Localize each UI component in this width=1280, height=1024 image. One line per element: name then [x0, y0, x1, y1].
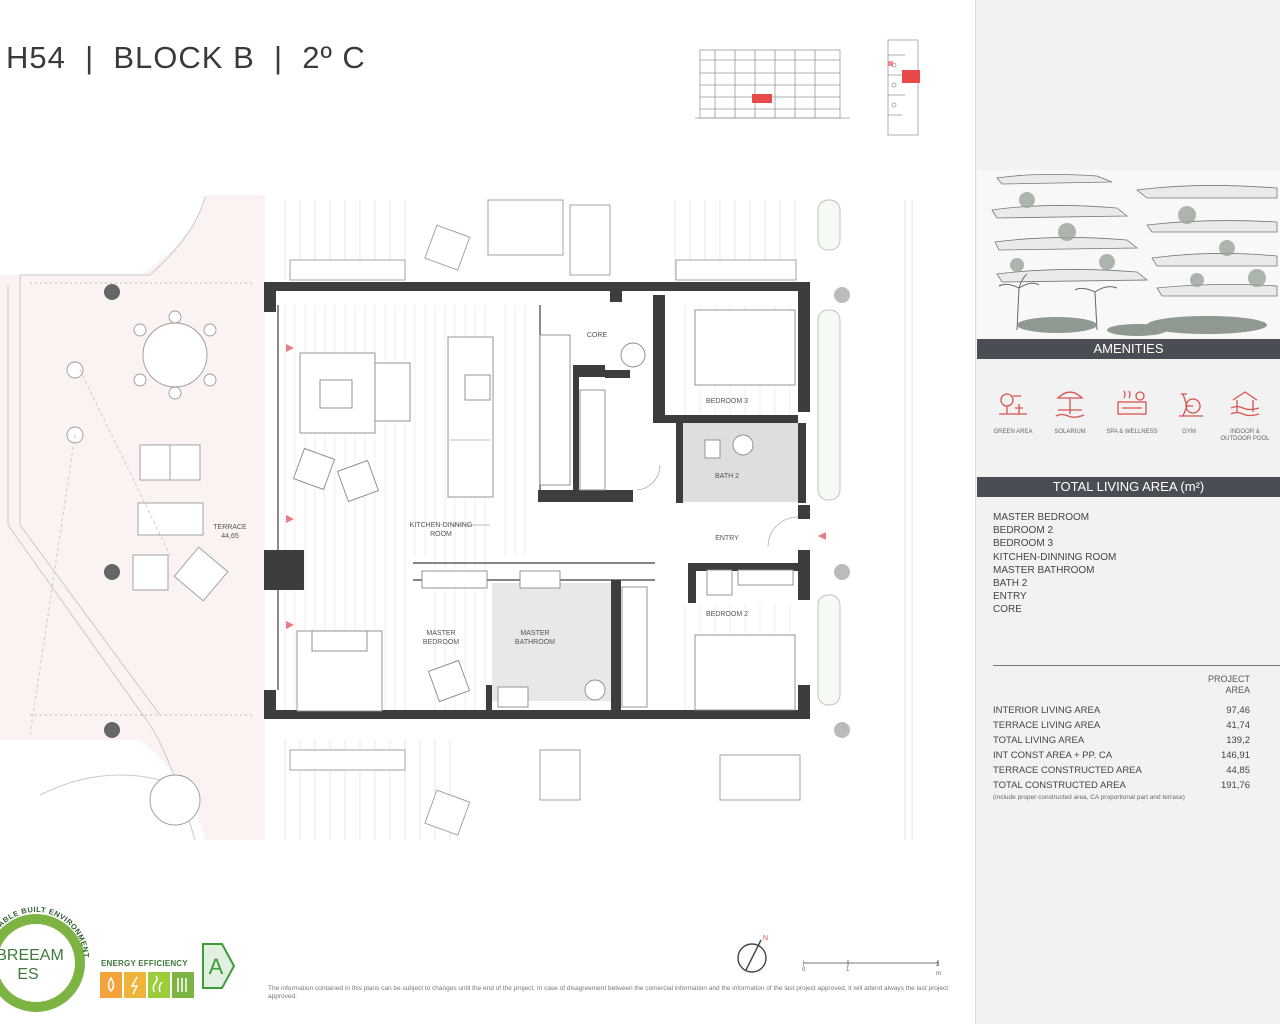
room-item: CORE: [993, 604, 1022, 616]
area-row: TOTAL LIVING AREA 139,2: [993, 733, 1250, 748]
energy-efficiency-badge: A: [100, 943, 235, 998]
label-entry: ENTRY: [715, 535, 739, 542]
energy-water-icon: [100, 972, 122, 998]
area-label: TOTAL LIVING AREA: [993, 735, 1085, 746]
spa-icon: [1117, 390, 1147, 415]
area-row: INT CONST AREA + PP. CA 146,91: [993, 748, 1250, 763]
umbrella-icon: [1055, 391, 1085, 418]
amenity-label: GYM: [1182, 429, 1196, 435]
amenity-label: SPA & WELLNESS: [1106, 429, 1158, 435]
amenity-label: GREEN AREA: [993, 429, 1033, 435]
energy-electric-icon: [124, 972, 146, 998]
scale-line: [802, 960, 939, 966]
room-item: BEDROOM 3: [993, 538, 1054, 550]
area-row: TOTAL CONSTRUCTED AREA 191,76: [993, 778, 1250, 793]
label-master-bath-1: MASTER: [520, 630, 549, 637]
area-note: (include proper constructed area, CA pro…: [993, 794, 1185, 801]
area-row: TERRACE LIVING AREA 41,74: [993, 718, 1250, 733]
label-master-bed-2: BEDROOM: [423, 639, 459, 646]
project-header-line2: AREA: [1225, 685, 1250, 695]
divider: [993, 665, 1280, 666]
amenities-title: AMENITIES: [977, 339, 1280, 359]
label-kitchen-2: ROOM: [430, 531, 452, 538]
pool-icon: [1230, 391, 1260, 417]
scale-0: 0: [802, 967, 806, 973]
energy-heat-icon: [148, 972, 170, 998]
scale-1: 1: [846, 967, 850, 973]
energy-grade: A: [209, 954, 224, 979]
label-bedroom2: BEDROOM 2: [706, 611, 748, 618]
area-row: TERRACE CONSTRUCTED AREA 44,85: [993, 763, 1250, 778]
room-item: BEDROOM 2: [993, 525, 1054, 537]
project-area-header: PROJECT AREA: [1180, 674, 1250, 696]
building-rendering: [977, 170, 1280, 340]
area-value: 139,2: [1226, 735, 1250, 746]
amenity-label: INDOOR & OUTDOOR POOL: [1220, 429, 1270, 442]
area-row: INTERIOR LIVING AREA 97,46: [993, 703, 1250, 718]
area-label: INT CONST AREA + PP. CA: [993, 750, 1113, 761]
page-title: H54 | BLOCK B | 2º C: [6, 40, 366, 75]
area-label: TERRACE CONSTRUCTED AREA: [993, 765, 1142, 776]
breeam-es-text: ES: [17, 966, 38, 983]
project-header-line1: PROJECT: [1207, 674, 1250, 684]
room-item: MASTER BATHROOM: [993, 564, 1095, 576]
room-item: ENTRY: [993, 591, 1027, 603]
label-master-bed-1: MASTER: [426, 630, 455, 637]
bath2-area: [683, 422, 798, 502]
scale-bar: 0 1 2 m: [802, 958, 943, 983]
energy-ventilation-icon: [172, 972, 194, 998]
unit-highlight-plan: [902, 70, 920, 83]
area-value: 97,46: [1226, 705, 1250, 716]
amenity-label: SOLARIUM: [1054, 429, 1086, 435]
amenity-solarium: SOLARIUM: [1040, 388, 1100, 436]
area-value: 191,76: [1220, 780, 1250, 791]
label-bedroom3: BEDROOM 3: [706, 398, 748, 405]
area-table: INTERIOR LIVING AREA 97,46 TERRACE LIVING…: [993, 703, 1250, 802]
amenity-pool: INDOOR & OUTDOOR POOL: [1215, 388, 1275, 443]
bike-icon: [1179, 393, 1203, 417]
amenity-spa: SPA & WELLNESS: [1102, 388, 1162, 436]
area-value: 41,74: [1226, 720, 1250, 731]
area-label: INTERIOR LIVING AREA: [993, 705, 1101, 716]
building-plan-keyplan: [887, 39, 920, 136]
amenity-gym: GYM: [1159, 388, 1219, 436]
scale-unit: m: [936, 971, 941, 977]
room-item: BATH 2: [993, 578, 1028, 590]
label-bath2: BATH 2: [715, 473, 739, 480]
walls: [264, 282, 810, 719]
breeam-logo: SUSTAINABLE BUILT ENVIRONMENT BREEAM ES: [0, 905, 90, 1012]
scale-2: 2: [936, 962, 940, 968]
area-label: TERRACE LIVING AREA: [993, 720, 1101, 731]
area-value: 44,85: [1226, 765, 1250, 776]
building-elevation-keyplan: [695, 49, 850, 119]
amenity-green-area: GREEN AREA: [983, 388, 1043, 436]
room-item: MASTER BEDROOM: [993, 512, 1090, 523]
breeam-text: BREEAM: [0, 947, 64, 964]
unit-highlight: [752, 94, 772, 103]
room-list: MASTER BEDROOM BEDROOM 2 BEDROOM 3 KITCH…: [993, 511, 1116, 617]
energy-label: ENERGY EFFICIENCY: [101, 959, 188, 968]
living-area-title: TOTAL LIVING AREA (m²): [977, 477, 1280, 497]
floor-plan: CORE BEDROOM 3 BATH 2 KITCHEN-DINNING RO…: [0, 195, 913, 841]
terrace-zone: [0, 195, 265, 841]
label-terrace: TERRACE: [213, 524, 247, 531]
label-core: CORE: [587, 332, 608, 339]
label-master-bath-2: BATHROOM: [515, 639, 555, 646]
north-arrow: N: [737, 935, 768, 973]
tree-icon: [999, 393, 1027, 415]
label-terrace-area: 44,65: [221, 533, 239, 540]
north-label: N: [763, 935, 768, 942]
label-kitchen-1: KITCHEN-DINNING: [410, 522, 473, 529]
area-value: 146,91: [1220, 750, 1250, 761]
disclaimer: The information contained in this plans …: [268, 985, 949, 1000]
room-item: KITCHEN-DINNING ROOM: [993, 551, 1117, 563]
area-label: TOTAL CONSTRUCTED AREA: [993, 780, 1126, 791]
